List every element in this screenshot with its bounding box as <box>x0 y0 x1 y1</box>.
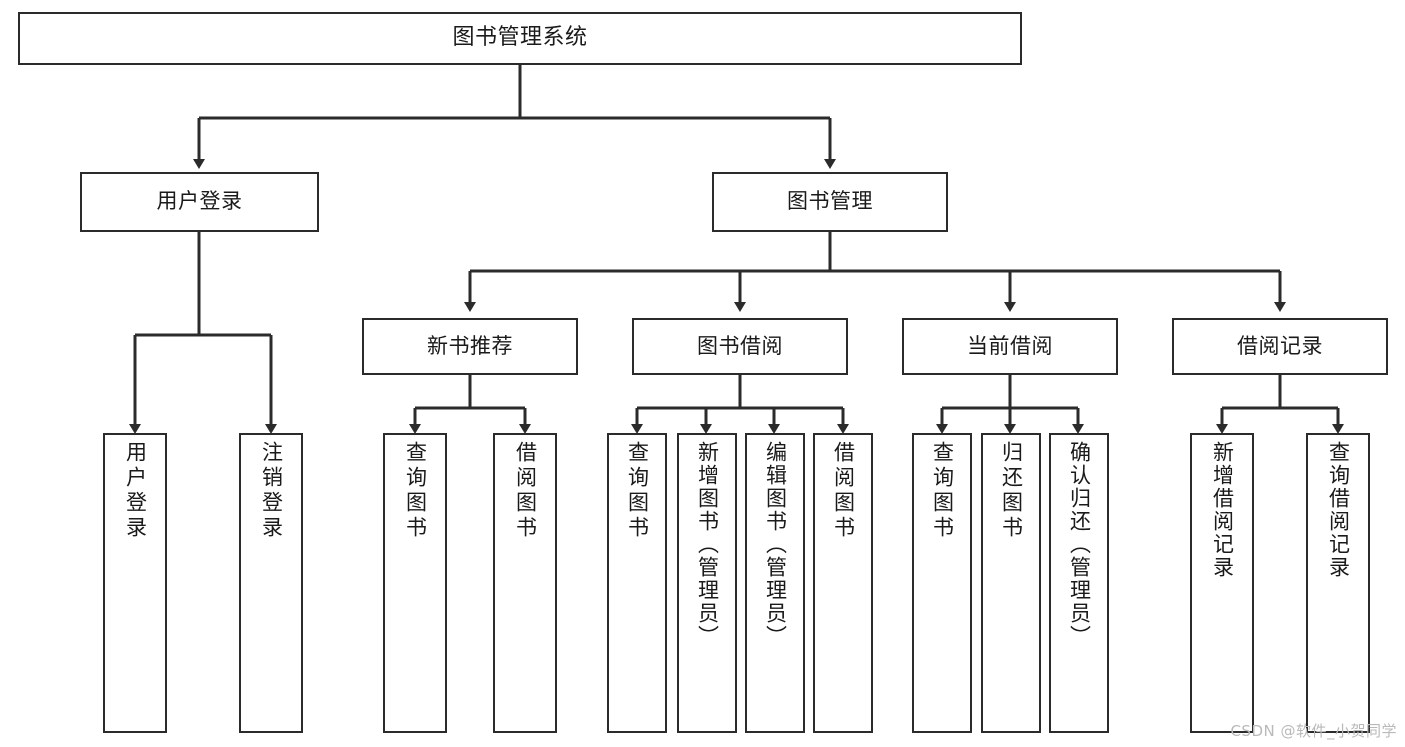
csdn-watermark: CSDN @软件_小贺同学 <box>1230 722 1397 740</box>
node-label: 当前借阅 <box>967 333 1053 358</box>
node-leaf-edit-book-admin[interactable]: 编辑图书（管理员） <box>745 433 805 733</box>
node-user-login[interactable]: 用户登录 <box>80 172 319 232</box>
node-label: 查询图书 <box>625 441 650 541</box>
node-borrow-record[interactable]: 借阅记录 <box>1172 318 1388 375</box>
node-label: 新书推荐 <box>427 333 513 358</box>
node-leaf-add-borrow-record[interactable]: 新增借阅记录 <box>1190 433 1254 733</box>
node-leaf-confirm-return-admin[interactable]: 确认归还（管理员） <box>1049 433 1109 733</box>
node-label: 注销登录 <box>259 441 284 541</box>
node-label: 归还图书 <box>999 441 1024 541</box>
node-leaf-add-book-admin[interactable]: 新增图书（管理员） <box>677 433 737 733</box>
node-label: 图书管理 <box>787 189 873 214</box>
node-leaf-query-borrow-record[interactable]: 查询借阅记录 <box>1306 433 1370 733</box>
node-label: 查询图书 <box>930 441 955 541</box>
node-book-management-system[interactable]: 图书管理系统 <box>18 12 1022 65</box>
node-label: 编辑图书（管理员） <box>763 441 788 648</box>
node-label: 借阅图书 <box>513 441 538 541</box>
node-label: 用户登录 <box>123 441 148 541</box>
node-current-borrow[interactable]: 当前借阅 <box>902 318 1118 375</box>
node-leaf-borrow-book-borrow[interactable]: 借阅图书 <box>813 433 873 733</box>
node-leaf-query-book-recommend[interactable]: 查询图书 <box>383 433 447 733</box>
node-label: 借阅记录 <box>1237 333 1323 358</box>
node-label: 新增借阅记录 <box>1210 441 1235 579</box>
node-label: 图书借阅 <box>697 333 783 358</box>
node-label: 新增图书（管理员） <box>695 441 720 648</box>
node-new-book-recommend[interactable]: 新书推荐 <box>362 318 578 375</box>
node-book-borrow[interactable]: 图书借阅 <box>632 318 848 375</box>
node-leaf-query-book-borrow[interactable]: 查询图书 <box>607 433 667 733</box>
node-label: 查询借阅记录 <box>1326 441 1351 579</box>
node-label: 图书管理系统 <box>452 25 588 51</box>
node-book-management[interactable]: 图书管理 <box>712 172 948 232</box>
node-leaf-borrow-book-recommend[interactable]: 借阅图书 <box>493 433 557 733</box>
node-label: 确认归还（管理员） <box>1067 441 1092 648</box>
node-leaf-logout-login[interactable]: 注销登录 <box>239 433 303 733</box>
node-leaf-query-book-current[interactable]: 查询图书 <box>912 433 972 733</box>
node-label: 查询图书 <box>403 441 428 541</box>
node-leaf-user-login[interactable]: 用户登录 <box>103 433 167 733</box>
node-label: 用户登录 <box>156 189 243 214</box>
node-label: 借阅图书 <box>831 441 856 541</box>
node-leaf-return-book[interactable]: 归还图书 <box>981 433 1041 733</box>
